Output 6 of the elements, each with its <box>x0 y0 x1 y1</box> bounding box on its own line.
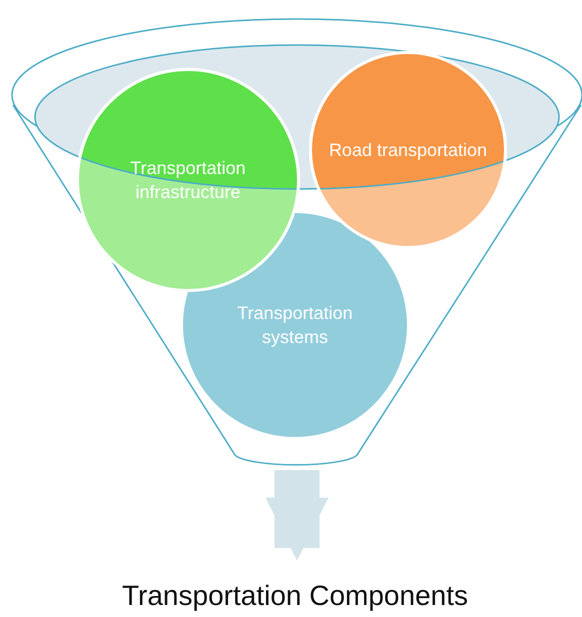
circle-label: Transportation infrastructure <box>129 157 247 204</box>
circle-label: Road transportation <box>328 139 488 162</box>
result-label: Transportation Components <box>122 579 468 613</box>
circle-label: Transportation systems <box>236 302 354 349</box>
arrow <box>266 470 328 561</box>
circle-node <box>309 51 507 249</box>
